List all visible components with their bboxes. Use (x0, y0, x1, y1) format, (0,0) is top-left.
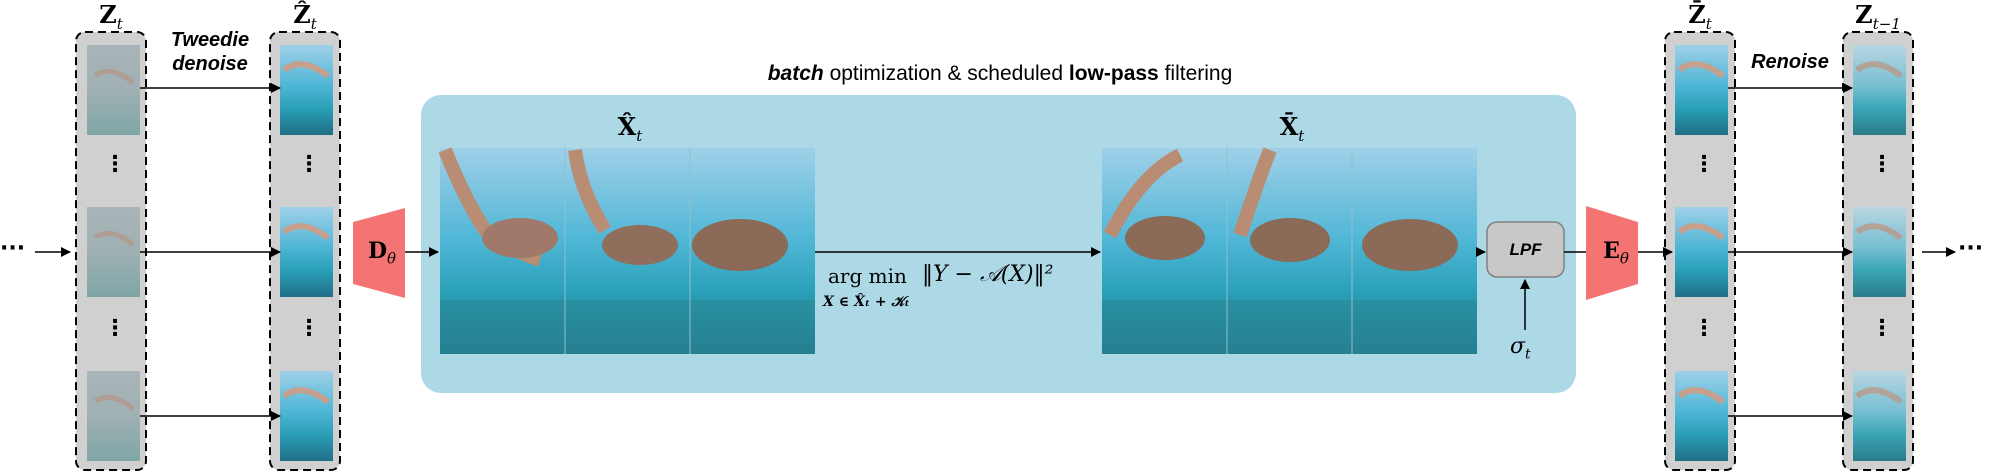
vdots-z-prev-2: ⋮ (1871, 316, 1893, 341)
x-hat-label: X̂t (617, 112, 643, 145)
caption-middle: optimization & scheduled (823, 62, 1069, 85)
vdots-z-hat-2: ⋮ (298, 316, 320, 341)
vdots-z-bar-1: ⋮ (1693, 152, 1715, 177)
x-hat-image-strip (438, 147, 815, 354)
encoder-label: Eθ (1603, 238, 1629, 268)
decoder-block (353, 208, 405, 298)
z-t-thumbnails (87, 45, 140, 461)
label-z-t: Zt (99, 0, 123, 33)
vdots-z-hat-1: ⋮ (298, 152, 320, 177)
z-bar-t-thumbnails (1675, 45, 1728, 461)
encoder-block (1586, 206, 1638, 300)
x-bar-label: X̄t (1279, 112, 1305, 145)
label-z-hat-t: Ẑt (293, 0, 317, 33)
renoise-label: Renoise (1751, 51, 1829, 73)
caption-batch: batch (767, 62, 824, 85)
ellipsis-right: ··· (1958, 236, 1984, 261)
arrows (35, 83, 1956, 421)
argmin-operator: arg min (828, 264, 907, 288)
lpf-box (1486, 221, 1565, 278)
ellipsis-left: ··· (0, 236, 26, 261)
vdots-z-bar-2: ⋮ (1693, 316, 1715, 341)
vdots-z-t-1: ⋮ (104, 152, 126, 177)
caption-end: filtering (1158, 62, 1233, 85)
z-hat-t-thumbnails (280, 45, 333, 461)
panel-caption: batch optimization & scheduled low-pass … (420, 62, 1580, 86)
vdots-z-t-2: ⋮ (104, 316, 126, 341)
optimization-constraint: X ∈ X̂ₜ + 𝒦ₜ (823, 294, 910, 310)
z-t-minus-1-thumbnails (1853, 45, 1906, 461)
sigma-label: σt (1510, 334, 1531, 363)
x-bar-image-strip (1102, 147, 1477, 354)
caption-lowpass: low-pass (1068, 62, 1159, 85)
label-z-t-minus-1: Zt−1 (1855, 0, 1901, 33)
label-z-bar-t: Z̄t (1688, 0, 1712, 33)
decoder-label: Dθ (367, 238, 397, 268)
lpf-label: LPF (1509, 240, 1542, 259)
vdots-z-prev-1: ⋮ (1871, 152, 1893, 177)
optimization-objective: ‖Y − 𝒜(X)‖² (922, 262, 1054, 287)
tweedie-denoise-label: Tweedie denoise (170, 29, 250, 75)
